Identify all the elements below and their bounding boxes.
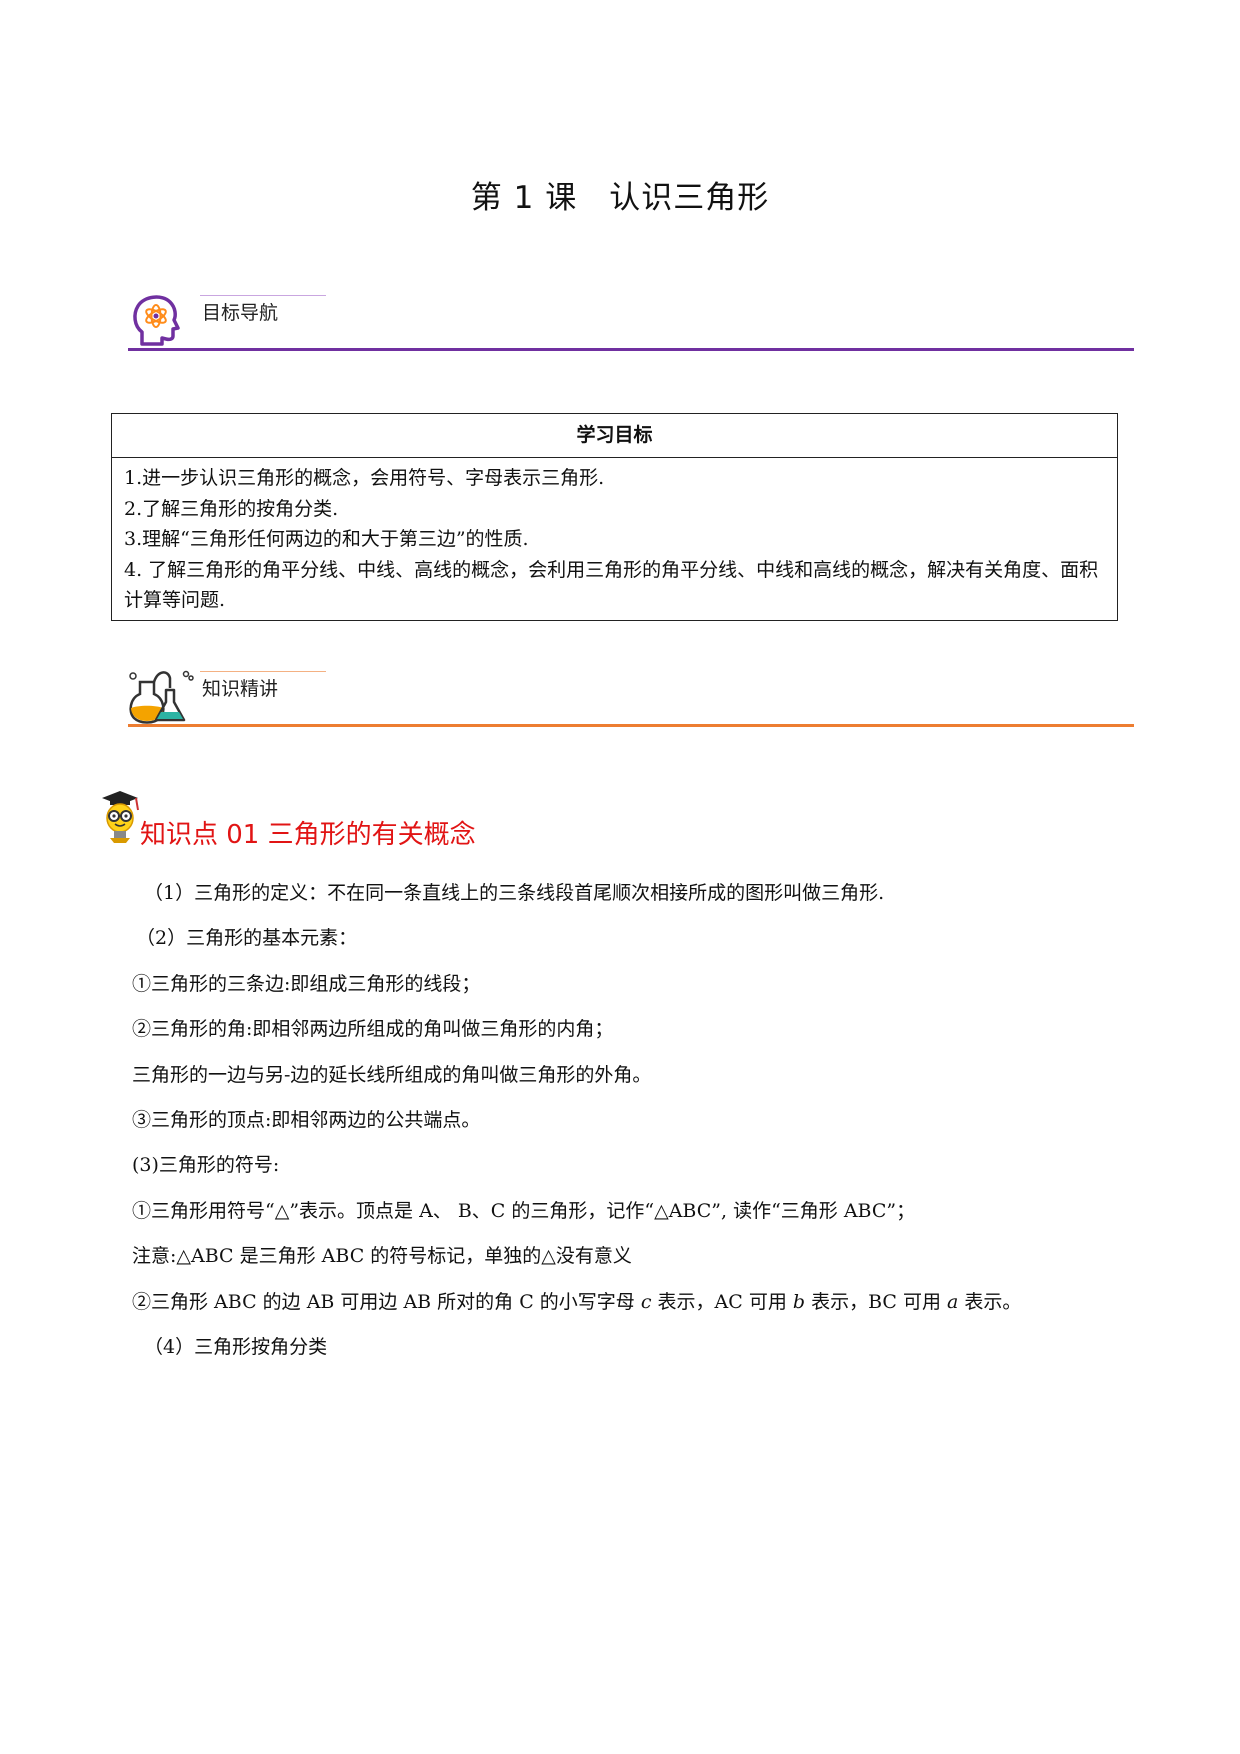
text-run: ②三角形 ABC 的边 AB 可用边 AB 所对的角 C 的小写字母 bbox=[132, 1290, 641, 1313]
knowledge-point-title: 知识点 01 三角形的有关概念 bbox=[140, 820, 476, 850]
page-title: 第 1 课 认识三角形 bbox=[470, 180, 770, 216]
content-line: ②三角形 ABC 的边 AB 可用边 AB 所对的角 C 的小写字母 c 表示，… bbox=[132, 1280, 1112, 1325]
text-run: 表示。 bbox=[958, 1290, 1022, 1313]
content-body: （1）三角形的定义：不在同一条直线上的三条线段首尾顺次相接所成的图形叫做三角形.… bbox=[132, 871, 1112, 1370]
goals-table-header: 学习目标 bbox=[112, 414, 1117, 458]
goal-item: 2.了解三角形的按角分类. bbox=[124, 497, 339, 520]
content-line: (3)三角形的符号: bbox=[132, 1154, 280, 1177]
content-line: ①三角形用符号“△”表示。顶点是 A、 B、C 的三角形，记作“△ABC”, 读… bbox=[132, 1199, 916, 1222]
lab-flask-icon bbox=[128, 668, 204, 730]
content-line: （4）三角形按角分类 bbox=[144, 1335, 328, 1358]
math-variable: c bbox=[640, 1290, 652, 1313]
math-variable: a bbox=[947, 1290, 959, 1313]
content-line: ②三角形的角:即相邻两边所组成的角叫做三角形的内角； bbox=[132, 1018, 614, 1041]
text-run: 表示，AC 可用 bbox=[651, 1290, 793, 1313]
content-line: （2）三角形的基本元素： bbox=[136, 927, 358, 950]
section-label-knowledge: 知识精讲 bbox=[202, 678, 279, 700]
goal-item: 4. 了解三角形的角平分线、中线、高线的概念，会利用三角形的角平分线、中线和高线… bbox=[124, 558, 1099, 612]
section-divider bbox=[128, 348, 1134, 351]
text-run: 表示，BC 可用 bbox=[805, 1290, 948, 1313]
content-line: 注意:△ABC 是三角形 ABC 的符号标记，单独的△没有意义 bbox=[132, 1245, 632, 1268]
content-line: 三角形的一边与另-边的延长线所组成的角叫做三角形的外角。 bbox=[132, 1063, 652, 1086]
content-line: （1）三角形的定义：不在同一条直线上的三条线段首尾顺次相接所成的图形叫做三角形. bbox=[144, 882, 885, 904]
goal-item: 3.理解“三角形任何两边的和大于第三边”的性质. bbox=[124, 528, 529, 550]
goals-table-body: 1.进一步认识三角形的概念，会用符号、字母表示三角形. 2.了解三角形的按角分类… bbox=[112, 458, 1117, 620]
content-line: ①三角形的三条边:即组成三角形的线段； bbox=[132, 972, 481, 995]
goal-item: 1.进一步认识三角形的概念，会用符号、字母表示三角形. bbox=[124, 467, 605, 489]
section-divider bbox=[128, 724, 1134, 727]
brain-atom-icon bbox=[128, 292, 184, 352]
math-variable: b bbox=[792, 1290, 806, 1313]
learning-goals-table: 学习目标 1.进一步认识三角形的概念，会用符号、字母表示三角形. 2.了解三角形… bbox=[111, 413, 1118, 621]
content-line: ③三角形的顶点:即相邻两边的公共端点。 bbox=[132, 1108, 481, 1131]
graduate-bulb-icon bbox=[96, 788, 144, 848]
section-label-goals: 目标导航 bbox=[202, 302, 279, 324]
